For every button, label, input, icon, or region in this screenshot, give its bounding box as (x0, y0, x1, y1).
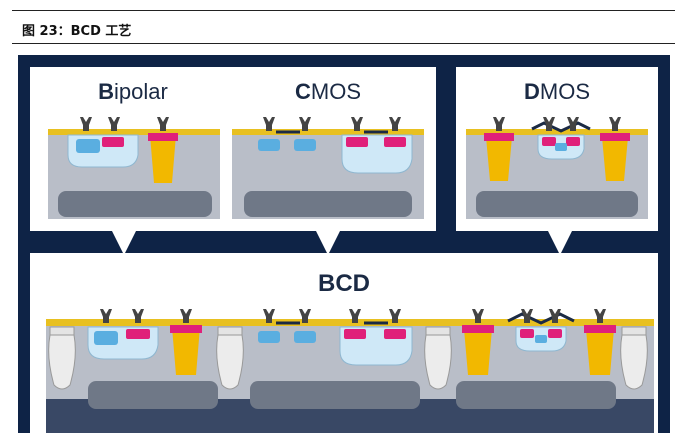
dmos-title-rest: MOS (540, 79, 590, 104)
bipolar-title-lead: B (98, 79, 114, 104)
svg-text:DMOS: DMOS (524, 79, 590, 104)
dmos-title-lead: D (524, 79, 540, 104)
cmos-panel: CMOS (220, 67, 436, 231)
caption-top-rule (12, 10, 675, 11)
bcd-title: BCD (318, 270, 370, 297)
svg-text:Bipolar: Bipolar (98, 79, 168, 104)
bcd-process-figure: Bipolar CMOS (18, 55, 670, 438)
bcd-panel: BCD (30, 253, 658, 433)
svg-text:CMOS: CMOS (295, 79, 361, 104)
bipolar-pointer (112, 231, 136, 255)
cmos-pointer (316, 231, 340, 255)
cmos-title-lead: C (295, 79, 311, 104)
dmos-panel: DMOS (456, 67, 658, 231)
figure-caption: 图 23：BCD 工艺 (22, 24, 132, 39)
cmos-title-rest: MOS (311, 79, 361, 104)
bipolar-title-rest: ipolar (114, 79, 168, 104)
bipolar-panel: Bipolar (30, 67, 236, 231)
caption-bottom-rule (12, 43, 675, 44)
dmos-pointer (548, 231, 572, 255)
